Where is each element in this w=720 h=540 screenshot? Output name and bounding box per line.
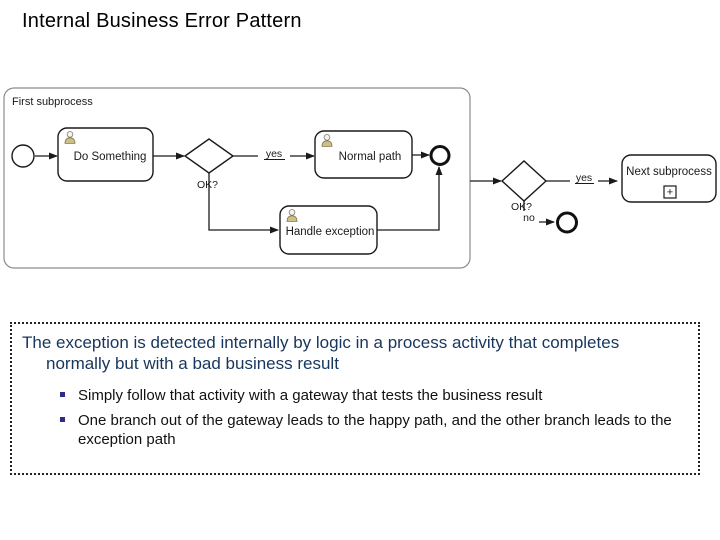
bullet-text: Simply follow that activity with a gatew… [78,387,543,404]
gateway-1 [183,138,235,174]
notes-bullet-list: Simply follow that activity with a gatew… [22,386,688,449]
task-next-subprocess-label: Next subprocess [626,166,712,178]
task-do-something [57,127,154,182]
notes-lead-text: The exception is detected internally by … [22,333,620,373]
flow-label-bg [258,145,290,160]
flow-label-bg [520,211,539,223]
task-handle-exception [279,205,378,255]
bpmn-diagram: First subprocess Do Something OK? yes No… [3,87,717,269]
flow-label-bg [570,170,598,184]
bullet-text: One branch out of the gateway leads to t… [78,412,672,448]
subprocess-plus-icon: + [667,187,673,199]
gateway-2-label: OK? [511,201,532,213]
end-event-1 [429,145,451,166]
flow-no-label: no [523,212,535,224]
task-normal-path-label: Normal path [339,151,402,163]
gateway-1-label: OK? [197,179,218,191]
list-item: One branch out of the gateway leads to t… [60,411,688,449]
task-do-something-label: Do Something [74,151,147,163]
task-handle-exception-label: Handle exception [286,226,375,238]
flow-yes2-label: yes [576,172,592,184]
flow-handleexception-to-end1 [377,166,443,231]
task-normal-path [314,130,413,179]
start-event [11,144,35,168]
bullet-icon [60,392,65,397]
task-next-subprocess [621,154,717,203]
subprocess-plus-box [663,185,677,199]
bullet-icon [60,417,65,422]
page-title: Internal Business Error Pattern [22,10,302,32]
flow-gateway1-no-branch [208,173,279,234]
flow-yes1-label: yes [266,148,282,160]
first-subprocess-label: First subprocess [12,96,93,108]
end-event-2 [556,211,578,234]
gateway-2 [500,160,548,202]
list-item: Simply follow that activity with a gatew… [60,386,688,405]
notes-box: The exception is detected internally by … [10,322,700,475]
